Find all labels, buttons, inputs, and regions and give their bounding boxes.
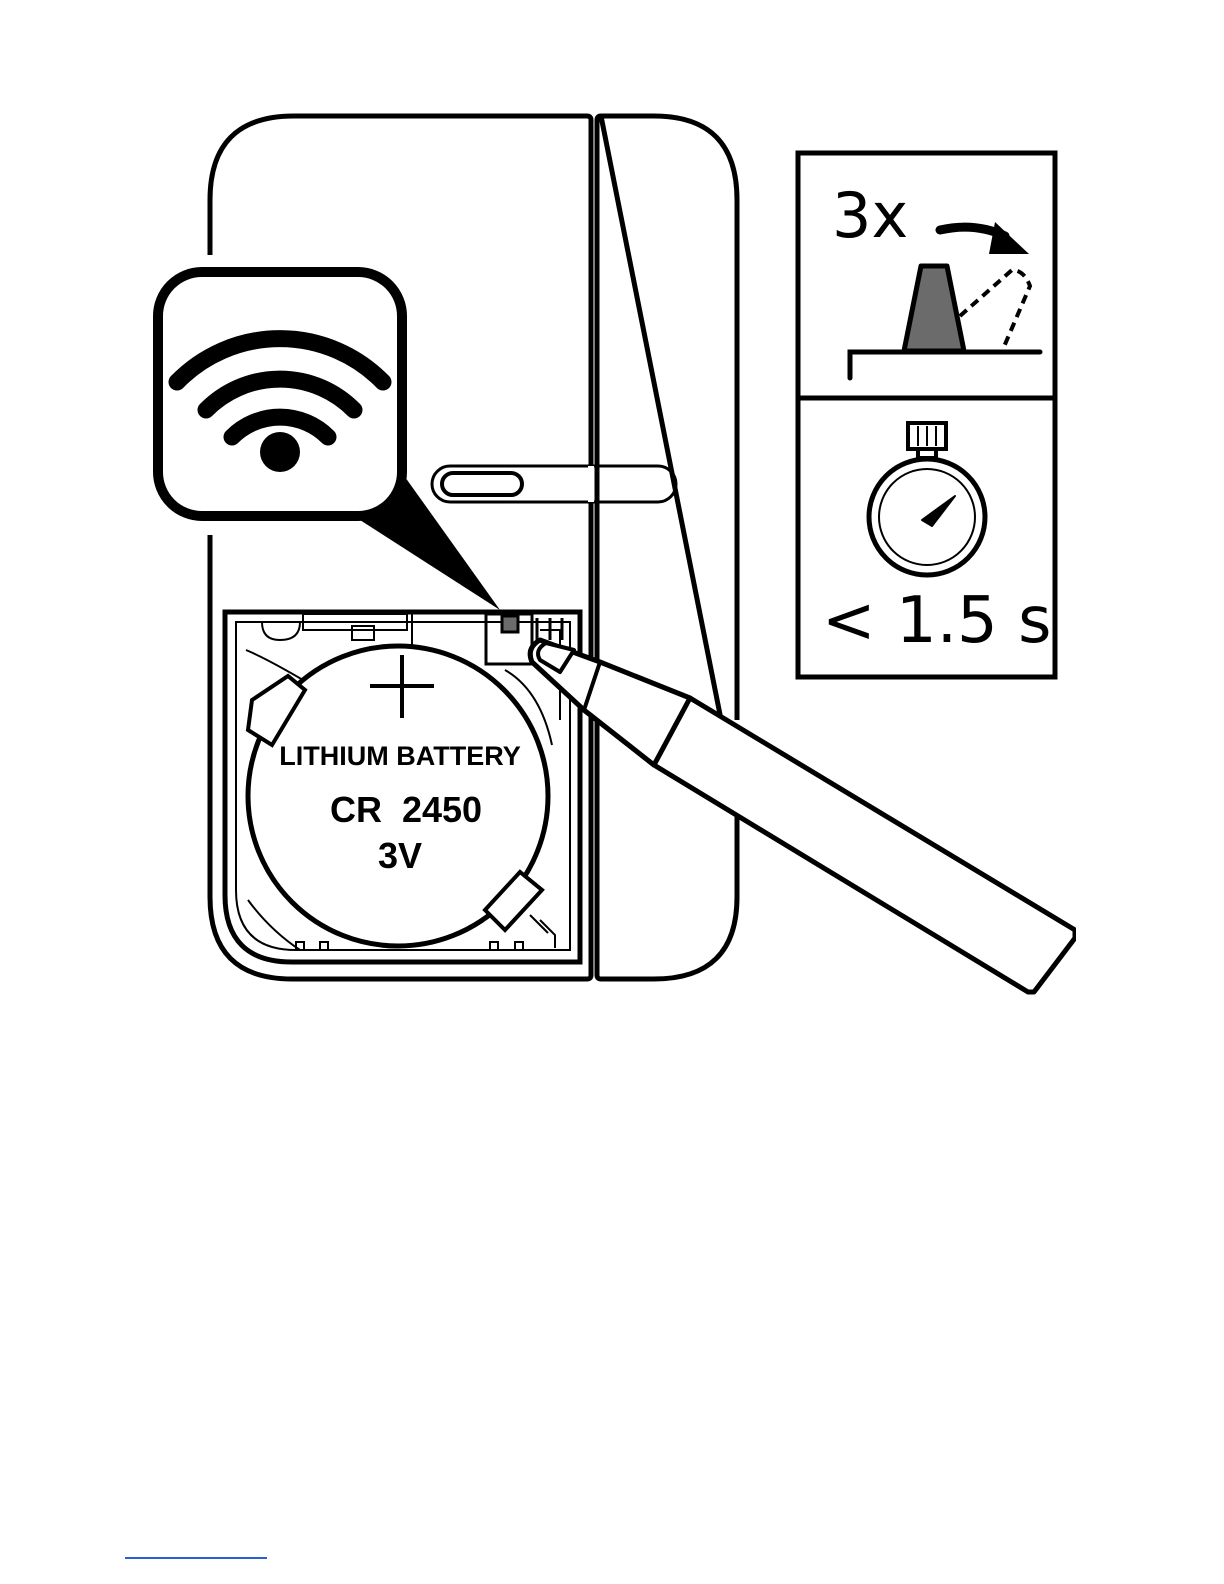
indicator-slot (432, 466, 676, 502)
footer-divider (125, 1557, 267, 1559)
press-count-label: 3x (832, 179, 908, 252)
battery-type-label: LITHIUM BATTERY (279, 741, 520, 771)
battery-voltage-label: 3V (378, 835, 422, 876)
press-button-icon (850, 266, 1040, 378)
pen-icon (530, 640, 1116, 1010)
duration-label: < 1.5 s (822, 584, 1051, 658)
curved-arrow-icon (940, 222, 1029, 254)
stopwatch-icon (869, 423, 985, 575)
magnet-body (597, 116, 737, 979)
battery-model-label: CR 2450 (330, 789, 482, 830)
